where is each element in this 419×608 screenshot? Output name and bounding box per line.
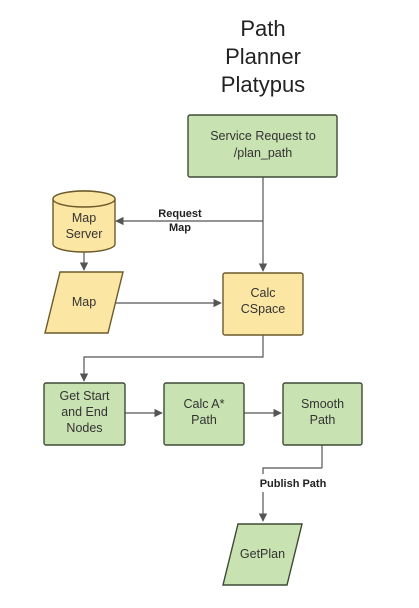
edge-publish-path [258,467,322,522]
node-smooth-path: Smooth Path [282,382,363,446]
map-server-line-1: Map [72,211,96,225]
calc-astar-line-2: Path [191,413,217,427]
edge-label-publish-path: Publish Path [260,478,327,490]
smooth-path-line-1: Smooth [301,397,344,411]
node-get-start-end: Get Start and End Nodes [43,382,126,446]
request-map-label-line-2: Map [169,222,191,234]
node-map: Map [44,271,124,334]
map-server-line-2: Server [66,227,103,241]
title-line-3: Platypus [221,72,305,97]
get-start-end-line-1: Get Start [59,389,110,403]
node-calc-cspace: Calc CSpace [222,272,304,336]
smooth-path-line-2: Path [310,413,336,427]
calc-cspace-line-1: Calc [250,286,275,300]
get-plan-label: GetPlan [240,547,285,561]
service-request-line-2: /plan_path [234,146,292,160]
publish-path-label-bg [250,474,390,492]
edge-label-request-map: Request Map [158,208,202,234]
calc-astar-line-1: Calc A* [184,397,225,411]
get-start-end-line-3: Nodes [66,421,102,435]
node-get-plan: GetPlan [222,523,303,586]
node-map-server: Map Server [52,190,116,253]
map-label: Map [72,295,96,309]
calc-cspace-line-2: CSpace [241,302,286,316]
node-calc-astar: Calc A* Path [163,382,245,446]
service-request-line-1: Service Request to [210,129,316,143]
request-map-label-line-1: Request [158,208,202,220]
diagram-title: Path Planner Platypus [221,16,305,97]
title-line-1: Path [240,16,285,41]
title-line-2: Planner [225,44,301,69]
edge-cspace-to-getstart [79,335,264,382]
get-start-end-line-2: and End [61,405,108,419]
node-service-request: Service Request to /plan_path [187,114,338,178]
